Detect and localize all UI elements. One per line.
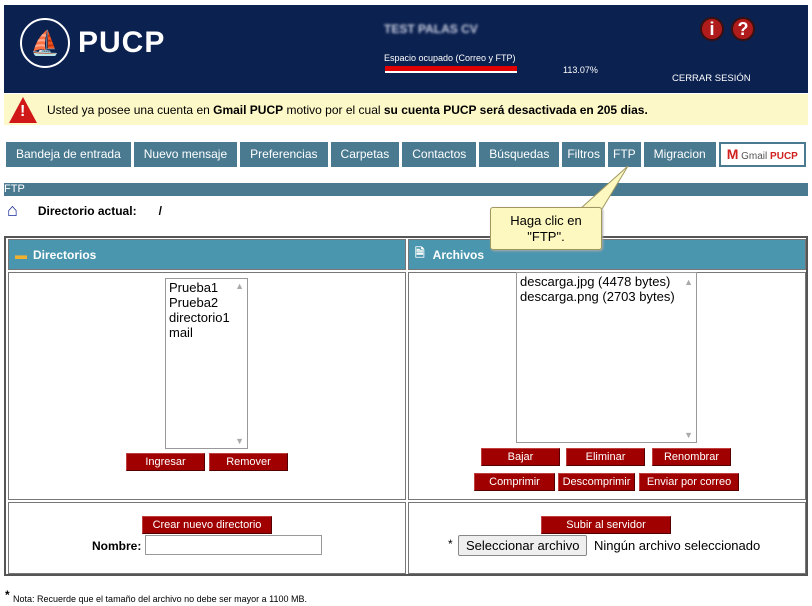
upload-cell <box>408 502 806 574</box>
nav-tabs: Bandeja de entrada Nuevo mensaje Prefere… <box>6 142 806 167</box>
rename-button[interactable]: Renombrar <box>652 448 731 466</box>
directory-name-input[interactable] <box>145 535 322 555</box>
warning-icon: ! <box>9 96 37 123</box>
space-percent: 113.07% <box>563 65 598 75</box>
download-button[interactable]: Bajar <box>481 448 560 466</box>
ftp-table: ▬Directorios 🗎Archivos <box>4 236 808 576</box>
info-icon[interactable]: i <box>700 17 724 41</box>
ship-icon: ⛵ <box>20 18 70 68</box>
upload-button[interactable]: Subir al servidor <box>541 516 671 534</box>
tab-inbox[interactable]: Bandeja de entrada <box>6 142 131 167</box>
logout-link[interactable]: CERRAR SESIÓN <box>672 73 751 84</box>
tab-folders[interactable]: Carpetas <box>330 142 400 167</box>
scroll-down-icon[interactable]: ▼ <box>684 430 693 440</box>
list-item[interactable]: directorio1 <box>169 310 230 325</box>
files-header: 🗎Archivos <box>408 239 806 270</box>
user-name: TEST PALAS CV <box>384 22 478 36</box>
name-label: Nombre: <box>92 539 142 553</box>
create-directory-button[interactable]: Crear nuevo directorio <box>142 516 272 534</box>
note-asterisk: * <box>5 588 10 602</box>
folder-icon: ▬ <box>15 247 27 262</box>
list-item[interactable]: Prueba2 <box>169 295 219 310</box>
instruction-tooltip: Haga clic en"FTP". <box>490 207 602 250</box>
tab-filters[interactable]: Filtros <box>562 142 605 167</box>
file-icon: 🗎 <box>415 246 425 260</box>
space-usage-bar <box>385 66 517 73</box>
required-asterisk: * <box>448 537 453 551</box>
scroll-up-icon[interactable]: ▲ <box>684 277 693 287</box>
space-label: Espacio ocupado (Correo y FTP) <box>384 53 516 63</box>
tab-preferences[interactable]: Preferencias <box>240 142 328 167</box>
tab-ftp[interactable]: FTP <box>607 142 641 167</box>
list-item[interactable]: Prueba1 <box>169 280 219 295</box>
compress-button[interactable]: Comprimir <box>474 473 555 491</box>
header <box>4 5 808 93</box>
scroll-down-icon[interactable]: ▼ <box>235 436 244 446</box>
current-directory: ⌂ Directorio actual:/ <box>7 200 162 220</box>
delete-button[interactable]: Eliminar <box>566 448 645 466</box>
remove-button[interactable]: Remover <box>209 453 288 471</box>
home-icon[interactable]: ⌂ <box>7 200 18 220</box>
section-title: FTP <box>4 183 808 196</box>
choose-file-button[interactable]: Seleccionar archivo <box>458 535 588 556</box>
directories-header: ▬Directorios <box>8 239 406 270</box>
create-dir-cell <box>8 502 406 574</box>
enter-button[interactable]: Ingresar <box>126 453 205 471</box>
no-file-text: Ningún archivo seleccionado <box>594 538 761 553</box>
tab-gmail-pucp[interactable]: M Gmail PUCP <box>718 142 806 167</box>
warning-banner: ! Usted ya posee una cuenta en Gmail PUC… <box>4 94 808 125</box>
tab-contacts[interactable]: Contactos <box>402 142 477 167</box>
list-item[interactable]: mail <box>169 325 193 340</box>
scroll-up-icon[interactable]: ▲ <box>235 281 244 291</box>
tab-migration[interactable]: Migracion <box>643 142 716 167</box>
directories-list[interactable]: Prueba1 Prueba2 directorio1 mail ▲ ▼ <box>165 278 248 449</box>
send-by-email-button[interactable]: Enviar por correo <box>639 473 739 491</box>
note-text: Nota: Recuerde que el tamaño del archivo… <box>13 594 308 604</box>
decompress-button[interactable]: Descomprimir <box>558 473 635 491</box>
list-item[interactable]: descarga.png (2703 bytes) <box>520 289 675 304</box>
list-item[interactable]: descarga.jpg (4478 bytes) <box>520 274 671 289</box>
tab-search[interactable]: Búsquedas <box>479 142 560 167</box>
directories-cell <box>8 272 406 500</box>
help-icon[interactable]: ? <box>731 17 755 41</box>
pucp-logo: ⛵PUCP <box>20 18 165 68</box>
tab-new-message[interactable]: Nuevo mensaje <box>133 142 238 167</box>
files-list[interactable]: descarga.jpg (4478 bytes) descarga.png (… <box>516 272 697 443</box>
